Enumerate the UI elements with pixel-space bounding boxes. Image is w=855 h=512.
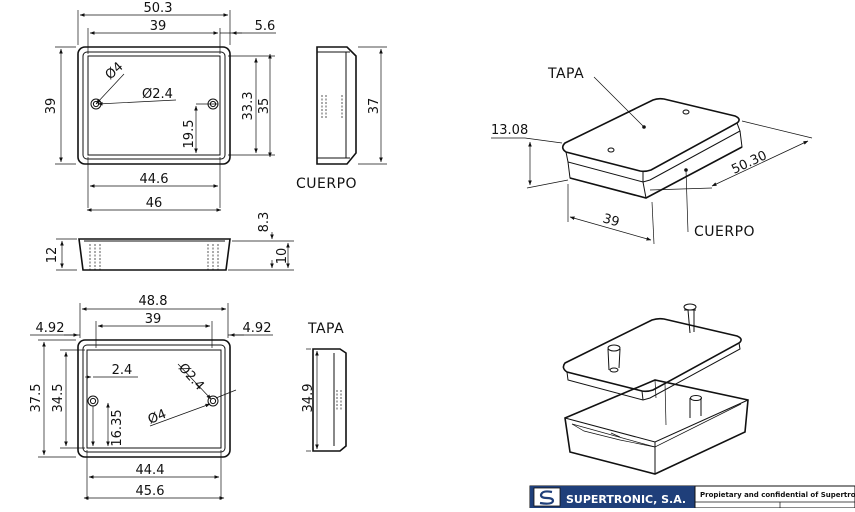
dim-body-overall-width: 50.3 — [144, 1, 173, 16]
body-outline-mid — [82, 51, 226, 160]
dim-lid-dia-outer: Ø4 — [146, 407, 169, 428]
dim-body-front-lip: 8.3 — [257, 212, 272, 233]
lid-hole-right-outer — [207, 395, 219, 407]
lid-hole-left-outer — [87, 395, 99, 407]
dim-lid-inner-width: 39 — [145, 312, 162, 327]
dim-body-inner-width: 39 — [150, 19, 167, 34]
iso-assembled-view: TAPA CUERPO 13.08 50.30 39 — [491, 66, 813, 245]
dim-body-depth: 37 — [367, 98, 382, 115]
dim-body-front-height-inner: 10 — [275, 248, 290, 265]
dim-body-right-offset: 5.6 — [255, 19, 276, 34]
title-block-bar — [530, 486, 695, 508]
dim-lid-base-width-b: 45.6 — [136, 484, 165, 499]
confidential-notice: Propietary and confidential of Supertron… — [700, 491, 855, 499]
dim-lid-overall-width: 48.8 — [139, 294, 168, 309]
lid-outline-mid — [82, 344, 226, 453]
body-outline-inner — [87, 55, 221, 156]
iso-exploded-view — [562, 303, 749, 475]
dim-body-inner-height-a: 33.3 — [241, 92, 256, 121]
dim-lid-depth: 34.9 — [301, 384, 316, 413]
lid-side-view: 34.9 — [301, 348, 347, 452]
body-front-view: 12 10 8.3 — [45, 212, 294, 271]
dim-body-base-width: 44.6 — [140, 172, 169, 187]
dim-lid-hole-y: 16.35 — [110, 409, 125, 446]
lid-label: TAPA — [307, 321, 344, 337]
body-outline-outer — [77, 46, 231, 165]
iso-label-lid: TAPA — [547, 66, 584, 82]
dim-lid-height-outer: 37.5 — [29, 384, 44, 413]
body-side-outline — [316, 46, 357, 165]
dim-lid-dia-inner: Ø2.4 — [175, 361, 207, 394]
body-label: CUERPO — [296, 176, 357, 192]
lid-outline-inner — [86, 349, 222, 449]
dim-lid-left-offset: 4.92 — [36, 321, 65, 336]
company-name: SUPERTRONIC, S.A. — [566, 493, 686, 506]
dim-body-hole-offset: 19.5 — [182, 120, 197, 149]
dim-body-inner-height-b: 35 — [257, 98, 272, 115]
iso-dim-height: 13.08 — [491, 123, 528, 138]
company-logo-mark — [539, 490, 555, 505]
lid-hole-right-inner — [209, 397, 217, 405]
lid-hole-left-inner — [89, 397, 97, 405]
dim-body-overall-height: 39 — [44, 98, 59, 115]
dim-lid-base-width-a: 44.4 — [136, 463, 165, 478]
iso-dim-length: 50.30 — [729, 148, 769, 177]
dim-lid-right-offset: 4.92 — [243, 321, 272, 336]
title-block: SUPERTRONIC, S.A. Propietary and confide… — [529, 485, 855, 509]
dim-body-dia-inner: Ø2.4 — [142, 87, 173, 102]
dim-lid-height-inner: 34.5 — [51, 384, 66, 413]
iso-label-body: CUERPO — [694, 224, 755, 240]
iso-top-face — [561, 97, 740, 173]
lid-outline-outer — [77, 339, 231, 458]
body-side-view: 37 — [316, 46, 387, 165]
lid-side-outline — [312, 348, 347, 452]
lid-top-view: 48.8 39 4.92 4.92 37.5 34.5 2.4 16.35 — [29, 294, 344, 500]
dim-body-outer-width: 46 — [146, 196, 163, 211]
dim-body-front-height-outer: 12 — [45, 247, 60, 264]
dim-body-dia-outer: Ø4 — [103, 59, 127, 83]
iso-dim-width: 39 — [601, 211, 621, 230]
body-top-view: 50.3 39 5.6 39 33.3 35 19.5 Ø4 Ø2.4 — [44, 1, 357, 212]
body-front-outline — [78, 238, 231, 271]
dim-lid-hole-x: 2.4 — [112, 363, 133, 378]
